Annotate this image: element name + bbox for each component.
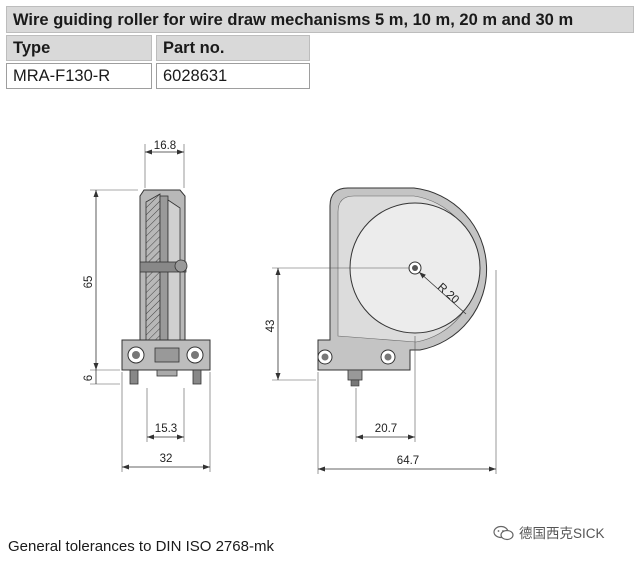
front-view: R 20 43 20.7 64.7 (265, 187, 497, 474)
dim-front-axle-height: 43 (265, 320, 277, 333)
dim-side-top-width: 16.8 (154, 140, 176, 152)
cell-type-value: MRA-F130-R (6, 63, 152, 89)
wechat-icon (493, 525, 515, 544)
dim-front-axle-offset: 20.7 (375, 423, 397, 435)
dim-side-base-height: 6 (83, 375, 95, 381)
dim-front-total-width: 64.7 (397, 455, 419, 467)
title-bar: Wire guiding roller for wire draw mechan… (6, 6, 634, 33)
watermark-text: 德国西克SICK (519, 526, 605, 541)
dim-side-foot-span: 15.3 (155, 423, 177, 435)
cell-part-no-value: 6028631 (156, 63, 310, 89)
header-part-no: Part no. (156, 35, 310, 61)
watermark: 德国西克SICK (493, 522, 605, 544)
header-type: Type (6, 35, 152, 61)
tolerance-note: General tolerances to DIN ISO 2768-mk (8, 538, 274, 555)
dim-side-total-width: 32 (160, 453, 173, 465)
side-view: 16.8 65 6 15.3 32 (83, 140, 211, 472)
dim-side-height: 65 (83, 276, 95, 289)
page-title: Wire guiding roller for wire draw mechan… (13, 11, 574, 29)
